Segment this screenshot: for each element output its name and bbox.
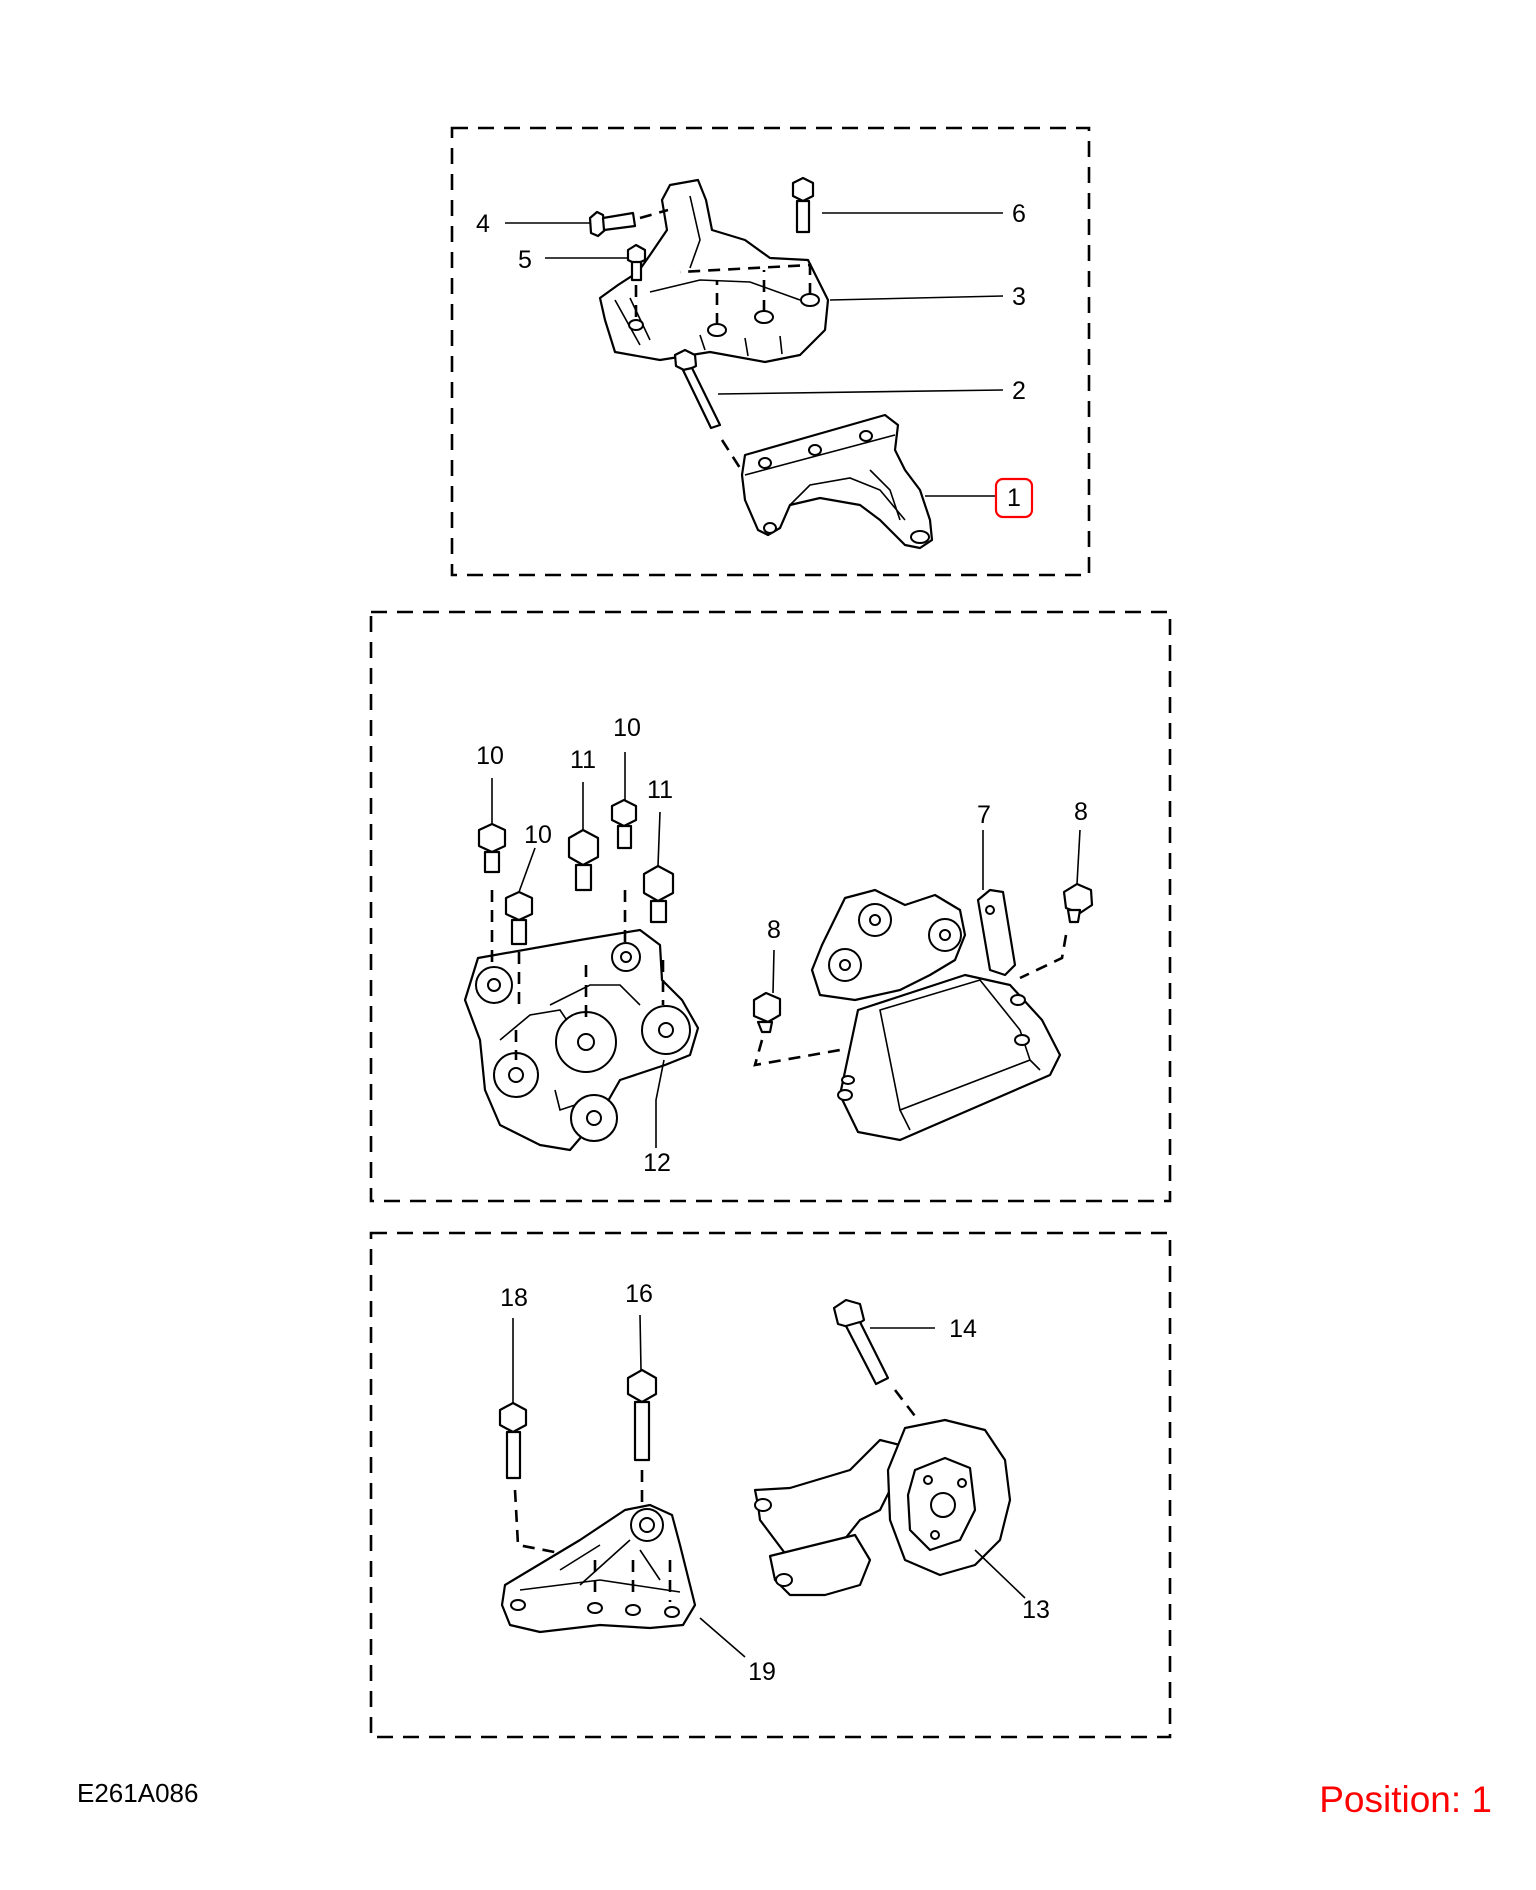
callout-19: 19 <box>748 1658 776 1686</box>
callout-11b: 11 <box>647 776 673 804</box>
callout-8a: 8 <box>1074 798 1088 826</box>
part-6-bolt[interactable] <box>791 176 815 234</box>
callout-10b: 10 <box>613 714 641 742</box>
callout-3: 3 <box>1012 283 1026 311</box>
callout-13: 13 <box>1022 1596 1050 1624</box>
lower-mount-group: 18 16 14 13 19 <box>498 1280 1050 1686</box>
callout-10c: 10 <box>524 821 552 849</box>
drawing-id: E261A086 <box>77 1778 198 1808</box>
callout-8b: 8 <box>767 916 781 944</box>
part-10-bolt-center[interactable] <box>504 890 534 1060</box>
part-16-bolt[interactable] <box>626 1368 658 1505</box>
part-8-bolt-left[interactable] <box>752 991 841 1067</box>
upper-group-frame <box>450 126 1091 577</box>
part-18-bolt[interactable] <box>498 1401 659 1567</box>
part-11-bolt-left[interactable] <box>567 828 600 1020</box>
callout-6: 6 <box>1012 200 1026 228</box>
upper-mount-group: 4 5 6 3 2 1 <box>476 176 1034 550</box>
highlight-box-1[interactable] <box>994 477 1034 519</box>
part-7-mount-assembly[interactable] <box>810 888 1062 1142</box>
callout-14: 14 <box>949 1315 977 1343</box>
callout-10a: 10 <box>476 742 504 770</box>
callout-7: 7 <box>977 801 991 829</box>
middle-group-frame <box>369 610 1172 1203</box>
part-12-mount-plate[interactable] <box>463 928 700 1152</box>
part-19-mount-base[interactable] <box>500 1503 697 1634</box>
part-10-bolt-left[interactable] <box>477 822 507 965</box>
middle-mount-group: 10 11 10 11 10 7 8 8 12 <box>463 714 1094 1177</box>
part-13-torque-mount[interactable] <box>753 1418 1012 1597</box>
part-8-bolt-right[interactable] <box>1019 882 1094 980</box>
part-1-mount-bracket[interactable] <box>740 413 934 550</box>
callout-12: 12 <box>643 1149 671 1177</box>
lower-group-frame <box>369 1231 1172 1739</box>
position-label: Position: 1 <box>1319 1779 1492 1820</box>
part-3-upper-bracket[interactable] <box>598 178 830 364</box>
part-5-bolt[interactable] <box>626 243 647 320</box>
callout-16: 16 <box>625 1280 653 1308</box>
part-2-long-bolt[interactable] <box>673 348 742 469</box>
callout-5: 5 <box>518 246 532 274</box>
callout-1: 1 <box>1007 484 1021 512</box>
part-10-bolt-right[interactable] <box>610 798 638 945</box>
callout-18: 18 <box>500 1284 528 1312</box>
callout-4: 4 <box>476 210 490 238</box>
part-4-bolt[interactable] <box>588 208 669 238</box>
part-14-bolt[interactable] <box>832 1298 920 1421</box>
callout-2: 2 <box>1012 377 1026 405</box>
callout-11a: 11 <box>570 746 596 774</box>
